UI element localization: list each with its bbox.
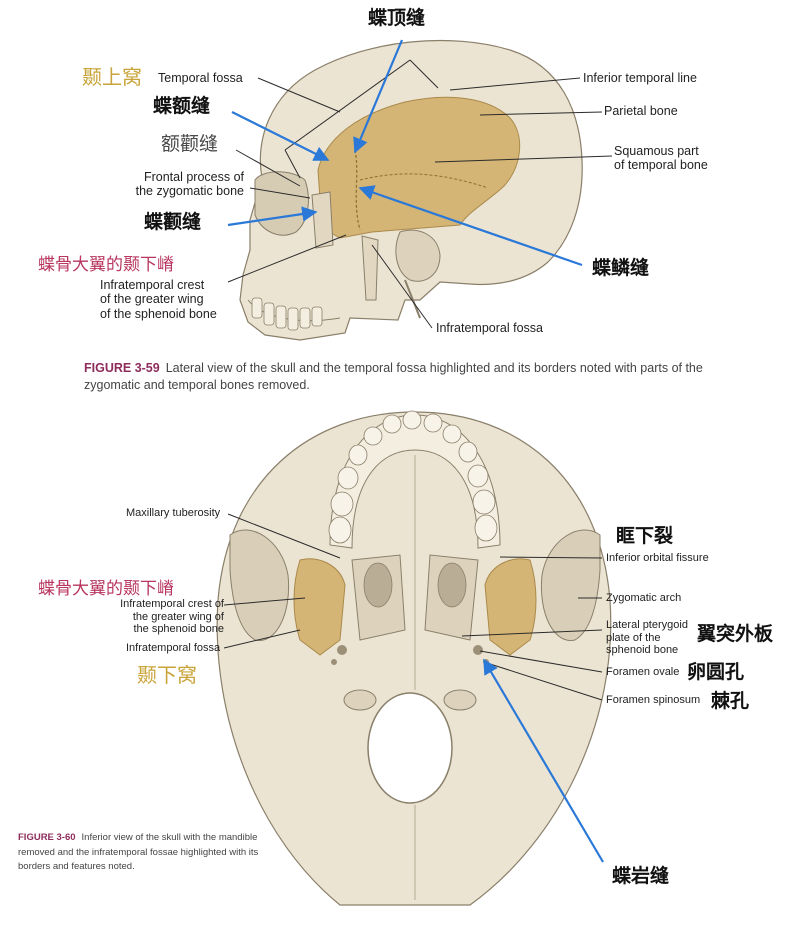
label-maxillary-tuberosity: Maxillary tuberosity: [126, 507, 221, 519]
label-foramen-ovale-zh: 卵圆孔: [687, 661, 745, 683]
label-infratemporal-fossa-fig2: Infratemporal fossa: [126, 642, 221, 654]
figure2-caption-text: Inferior view of the skull with the mand…: [18, 832, 259, 873]
label-infratemporal-crest-zh-fig2: 蝶骨大翼的颞下嵴: [38, 579, 174, 599]
label-zygomatic-arch: Zygomatic arch: [606, 592, 682, 604]
figure1-caption-text: Lateral view of the skull and the tempor…: [84, 361, 703, 392]
label-sphenofrontal-suture-zh: 蝶额缝: [153, 95, 211, 117]
figure2-leader-lines: [223, 513, 603, 701]
label-lateral-pterygoid-zh: 翼突外板: [697, 623, 774, 645]
label-temporal-fossa-zh: 颞上窝: [82, 65, 142, 89]
label-temporal-fossa: Temporal fossa: [158, 71, 243, 85]
label-frontozygomatic-suture-zh: 额颧缝: [161, 133, 219, 155]
label-inferior-orbital-fissure-zh: 眶下裂: [616, 525, 674, 547]
figure1-caption-number: FIGURE 3-59: [84, 361, 160, 375]
figure1-leader-lines: [227, 59, 613, 329]
label-infratemporal-fossa-zh: 颞下窝: [137, 663, 197, 687]
label-infratemporal-crest-fig2: Infratemporal crest of the greater wing …: [120, 598, 224, 636]
label-sphenosquamosal-suture-zh: 蝶鳞缝: [592, 257, 650, 279]
label-parietal-bone: Parietal bone: [604, 104, 678, 118]
label-frontal-process-zygomatic: Frontal process of the zygomatic bone: [135, 170, 244, 199]
lateral-skull-drawing: [239, 39, 583, 341]
label-infratemporal-crest-zh-fig1: 蝶骨大翼的颞下嵴: [38, 255, 174, 275]
figure2-caption-number: FIGURE 3-60: [18, 832, 76, 843]
label-lateral-pterygoid-plate: Lateral pterygoid plate of the sphenoid …: [606, 619, 688, 657]
label-inferior-temporal-line: Inferior temporal line: [583, 71, 697, 85]
figure1-blue-arrows: [227, 39, 583, 267]
label-sphenozygomatic-suture-zh: 蝶颧缝: [144, 211, 202, 233]
label-foramen-spinosum: Foramen spinosum: [606, 694, 701, 706]
label-infratemporal-crest-fig1: Infratemporal crest of the greater wing …: [100, 278, 217, 321]
label-foramen-spinosum-zh: 棘孔: [711, 690, 750, 712]
label-foramen-ovale: Foramen ovale: [606, 666, 680, 678]
figure2-blue-arrow: [483, 658, 604, 863]
label-squamous-part: Squamous part of temporal bone: [614, 144, 708, 173]
inferior-skull-drawing: [216, 410, 612, 906]
label-inferior-orbital-fissure: Inferior orbital fissure: [606, 552, 709, 564]
label-infratemporal-fossa-fig1: Infratemporal fossa: [436, 321, 543, 335]
label-sphenoparietal-suture-zh: 蝶顶缝: [368, 7, 426, 29]
label-sphenopetrosal-suture-zh: 蝶岩缝: [612, 865, 670, 887]
